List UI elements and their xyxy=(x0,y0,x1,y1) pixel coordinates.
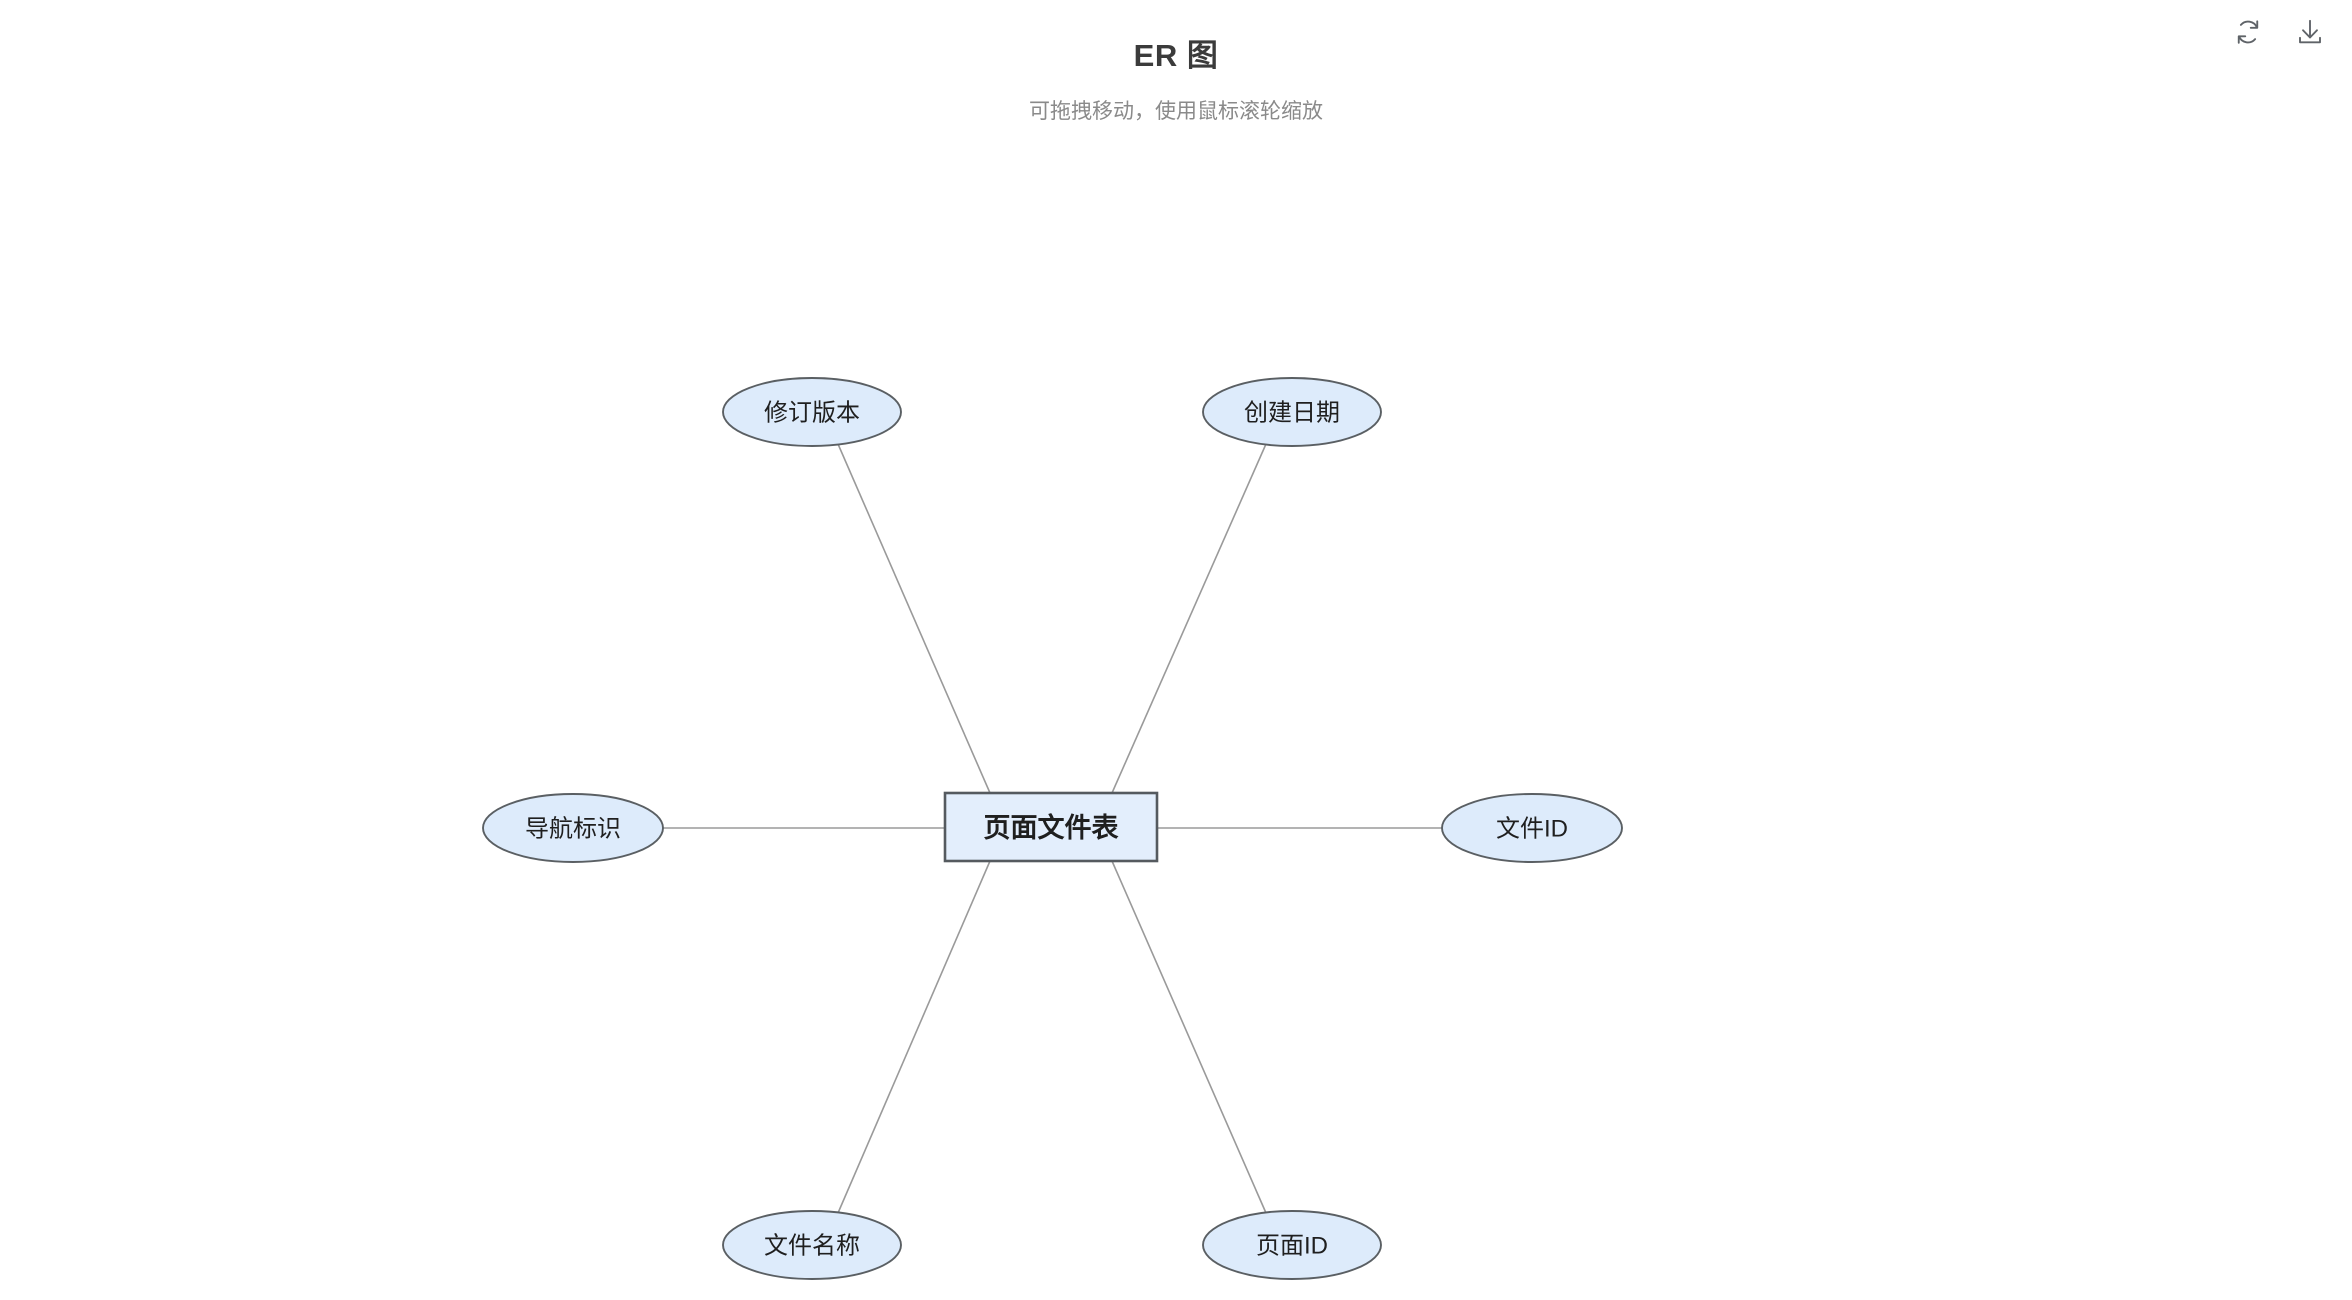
attribute-ellipse[interactable] xyxy=(722,377,902,447)
er-attribute-node[interactable]: 导航标识 xyxy=(482,793,664,863)
er-edge xyxy=(1111,443,1267,794)
er-attribute-node[interactable]: 修订版本 xyxy=(722,377,902,447)
attribute-label: 修订版本 xyxy=(764,400,860,427)
download-icon xyxy=(2295,17,2325,47)
entity-rect[interactable] xyxy=(943,791,1159,863)
er-attribute-node[interactable]: 创建日期 xyxy=(1202,377,1382,447)
attribute-ellipse[interactable] xyxy=(1202,377,1382,447)
attribute-label: 创建日期 xyxy=(1244,400,1340,427)
toolbar xyxy=(2228,12,2330,52)
attribute-ellipse[interactable] xyxy=(1441,793,1623,863)
attribute-ellipse[interactable] xyxy=(482,793,664,863)
er-attribute-node[interactable]: 文件名称 xyxy=(722,1210,902,1280)
refresh-icon xyxy=(2233,17,2263,47)
attribute-ellipse[interactable] xyxy=(1202,1210,1382,1280)
edges-layer xyxy=(663,443,1442,1214)
er-edge xyxy=(837,860,991,1214)
download-button[interactable] xyxy=(2290,12,2330,52)
attribute-label: 文件ID xyxy=(1496,816,1568,843)
attribute-label: 文件名称 xyxy=(764,1233,860,1260)
attribute-label: 导航标识 xyxy=(525,816,621,843)
attribute-ellipse[interactable] xyxy=(722,1210,902,1280)
er-edge xyxy=(837,443,991,794)
refresh-button[interactable] xyxy=(2228,12,2268,52)
er-attribute-node[interactable]: 页面ID xyxy=(1202,1210,1382,1280)
attribute-label: 页面ID xyxy=(1256,1233,1328,1260)
er-entity-node[interactable]: 页面文件表 xyxy=(943,791,1159,863)
er-attribute-node[interactable]: 文件ID xyxy=(1441,793,1623,863)
er-edge xyxy=(1111,860,1267,1214)
entity-label: 页面文件表 xyxy=(984,812,1119,843)
